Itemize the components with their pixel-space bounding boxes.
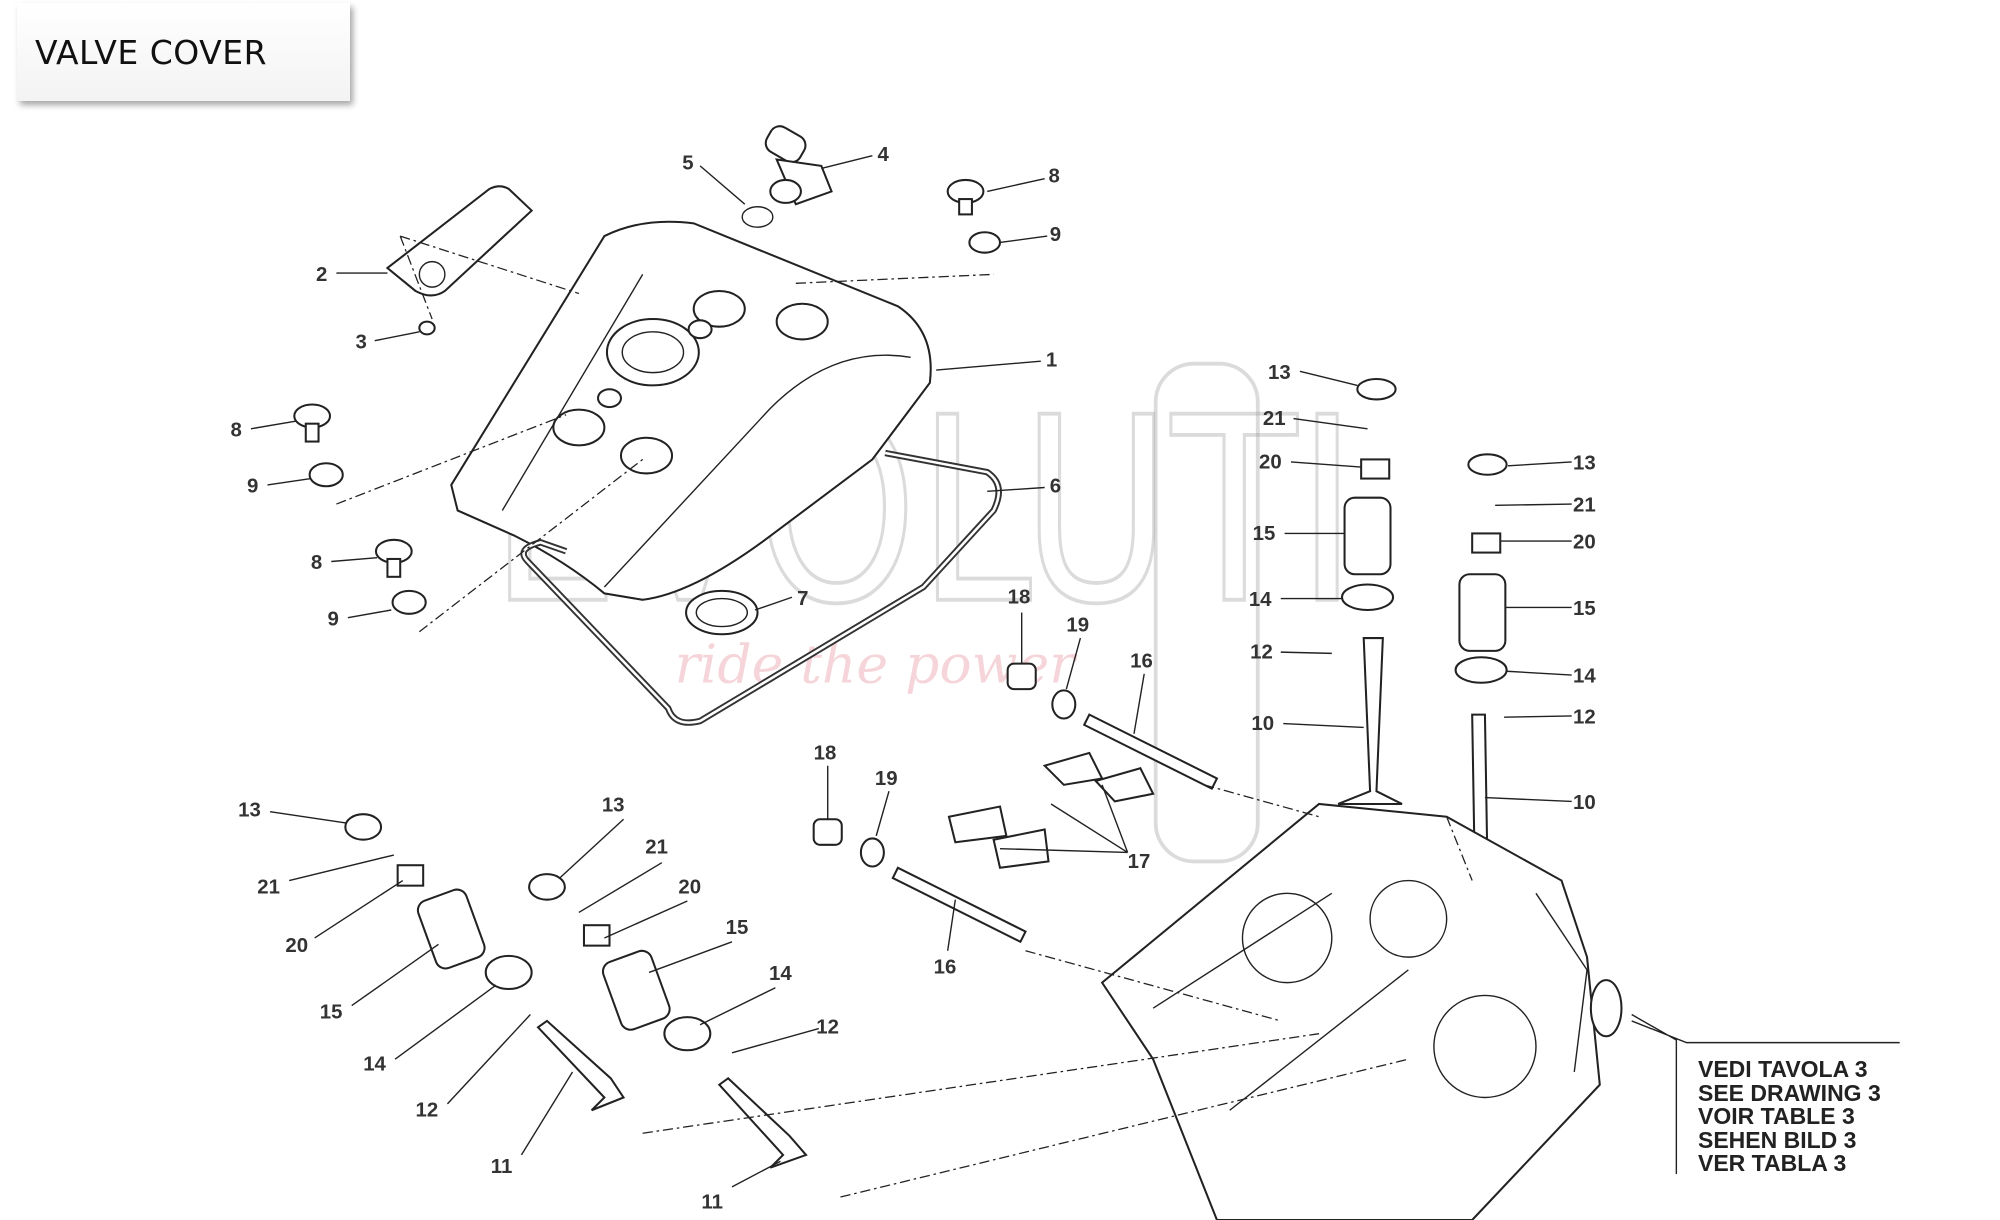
callout-7: 7 (797, 588, 808, 610)
callout-11: 11 (701, 1192, 723, 1214)
reference-note: VEDI TAVOLA 3 SEE DRAWING 3 VOIR TABLE 3… (1698, 1056, 1881, 1176)
callout-12: 12 (416, 1100, 439, 1122)
callout-2: 2 (316, 264, 327, 286)
reference-note-en: SEE DRAWING 3 (1698, 1079, 1881, 1106)
reference-note-fr: VOIR TABLE 3 (1698, 1103, 1855, 1129)
reference-note-it: VEDI TAVOLA 3 (1698, 1056, 1868, 1082)
callout-20: 20 (1573, 532, 1596, 554)
callout-21: 21 (1573, 495, 1596, 517)
callout-20: 20 (1259, 451, 1282, 473)
callout-18: 18 (1008, 587, 1031, 609)
bracket (385, 185, 534, 297)
callout-18: 18 (814, 742, 837, 764)
section-title: VALVE COVER (35, 32, 268, 72)
valve-cover (450, 220, 932, 601)
callout-8: 8 (230, 419, 241, 441)
callout-13: 13 (602, 795, 625, 817)
reference-note-es: VER TABLA 3 (1698, 1150, 1847, 1176)
callout-1: 1 (1046, 349, 1057, 371)
callout-13: 13 (238, 800, 261, 822)
callout-15: 15 (726, 917, 749, 939)
callout-14: 14 (1249, 589, 1272, 611)
callout-4: 4 (877, 144, 889, 166)
callout-10: 10 (1573, 792, 1596, 814)
breather-fitting (741, 125, 833, 228)
callout-8: 8 (311, 552, 322, 574)
callout-8: 8 (1048, 165, 1059, 187)
callout-13: 13 (1268, 362, 1291, 384)
callout-19: 19 (1066, 615, 1089, 637)
callout-21: 21 (645, 837, 668, 859)
callout-5: 5 (682, 153, 693, 175)
section-title-box: VALVE COVER (17, 3, 350, 101)
valve-assemblies (344, 377, 1515, 1169)
callout-14: 14 (1573, 666, 1596, 688)
callout-17: 17 (1128, 851, 1151, 873)
callout-16: 16 (1130, 650, 1153, 672)
callout-21: 21 (257, 876, 280, 898)
leader-lines (250, 155, 1900, 1188)
callout-3: 3 (356, 331, 367, 353)
callout-13: 13 (1573, 453, 1596, 475)
callout-15: 15 (1253, 523, 1276, 545)
cylinder-head (1100, 802, 1623, 1220)
callout-9: 9 (327, 608, 338, 630)
callout-14: 14 (363, 1054, 386, 1076)
callout-9: 9 (1050, 224, 1061, 246)
callout-6: 6 (1050, 476, 1061, 498)
callout-11: 11 (491, 1156, 513, 1178)
callout-20: 20 (285, 935, 308, 957)
callout-20: 20 (678, 876, 701, 898)
callout-19: 19 (875, 768, 898, 790)
callout-15: 15 (1573, 598, 1596, 620)
alignment-lines (336, 235, 1473, 1198)
reference-note-de: SEHEN BILD 3 (1698, 1126, 1857, 1153)
callout-16: 16 (934, 957, 957, 979)
callout-15: 15 (320, 1001, 343, 1023)
callout-14: 14 (769, 963, 792, 985)
callout-12: 12 (1250, 641, 1273, 663)
callout-labels: 5 4 8 9 2 3 1 8 9 6 8 9 7 13 21 20 15 14… (230, 144, 1596, 1214)
callout-12: 12 (1573, 707, 1596, 729)
callout-12: 12 (816, 1017, 839, 1039)
callout-9: 9 (247, 476, 258, 498)
callout-21: 21 (1263, 408, 1286, 430)
callout-10: 10 (1251, 713, 1274, 735)
screws-washers (293, 178, 1002, 636)
